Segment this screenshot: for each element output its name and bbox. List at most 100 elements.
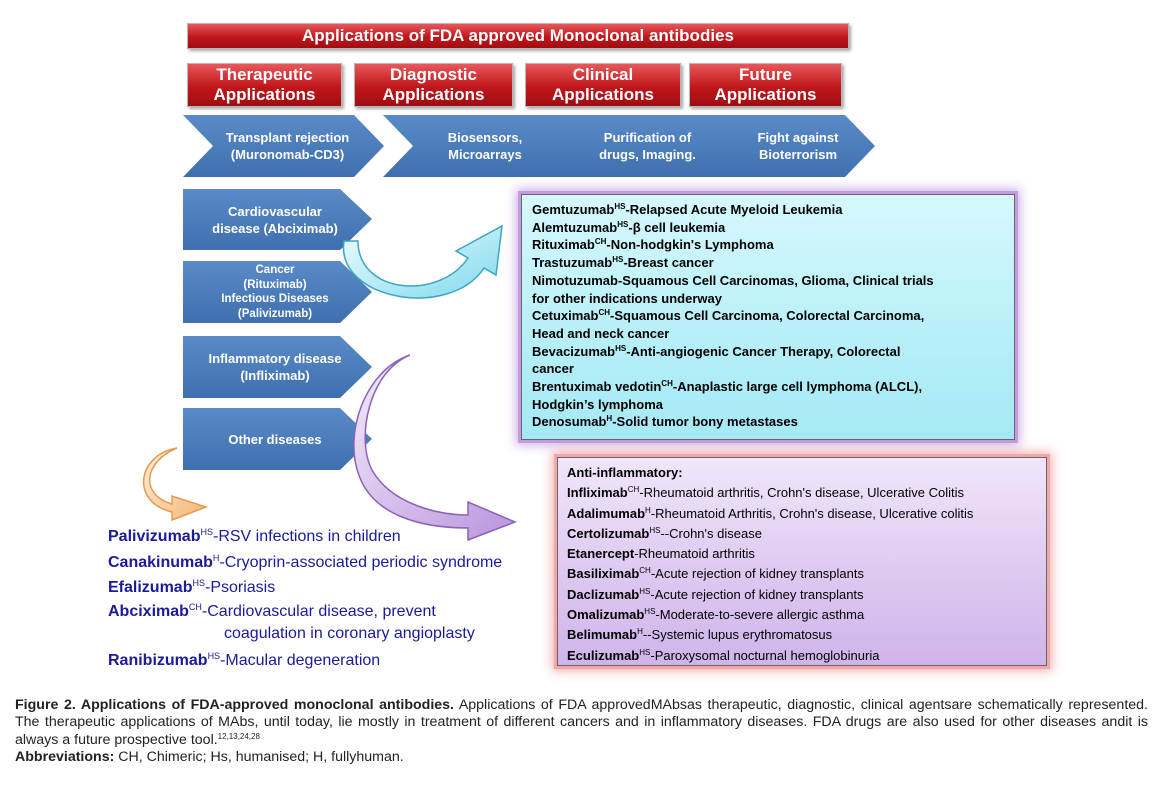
caption-label: Figure 2. Applications of FDA-approved m… [15, 697, 454, 713]
chevron-transplant [183, 115, 384, 177]
abbreviations-text: CH, Chimeric; Hs, humanised; H, fullyhum… [114, 748, 404, 765]
inflammatory-drug-row: CertolizumabHS--Crohn's disease [567, 524, 1037, 544]
cancer-drugs-box: GemtuzumabHS-Relapsed Acute Myeloid Leuk… [521, 194, 1015, 440]
inflammatory-drug-row: InfliximabCH-Rheumatoid arthritis, Crohn… [567, 483, 1037, 503]
drug-type: HS [615, 343, 627, 353]
drug-name: Brentuximab vedotin [532, 379, 662, 395]
chevron-bioterrorism [713, 115, 875, 177]
inflammatory-drug-row: EculizumabHS-Paroxysomal nocturnal hemog… [567, 646, 1037, 666]
category-future-line1: Future [739, 65, 792, 84]
inflammatory-drugs-box: Anti-inflammatory: InfliximabCH-Rheumato… [557, 457, 1047, 666]
cancer-drug-row: Brentuximab vedotinCH-Anaplastic large c… [532, 378, 1004, 396]
drug-type: H [645, 505, 651, 515]
cardiovascular-line2: disease (Abciximab) [212, 220, 338, 236]
drug-indication: coagulation in coronary angioplasty [224, 625, 475, 642]
drug-name: Canakinumab [108, 554, 213, 571]
drug-indication: -Rheumatoid arthritis, Crohn's disease, … [639, 485, 964, 501]
category-diagnostic: Diagnostic Applications [354, 63, 513, 107]
pentagon-cardiovascular-text: Cardiovascular disease (Abciximab) [195, 189, 355, 250]
drug-name: Basiliximab [567, 566, 640, 582]
abbreviations-label: Abbreviations: [15, 748, 115, 765]
drug-indication: --Crohn's disease [660, 525, 762, 541]
category-clinical: Clinical Applications [525, 63, 681, 107]
pentagon-other-diseases-text: Other diseases [195, 408, 355, 470]
cancer-drug-row: AlemtuzumabHS-β cell leukemia [532, 219, 1004, 237]
chevron-purification-line2: drugs, Imaging. [599, 147, 696, 162]
drug-indication: -Relapsed Acute Myeloid Leukemia [625, 202, 843, 217]
cancer-drug-row: DenosumabH-Solid tumor bony metastases [532, 413, 1004, 431]
category-diagnostic-line1: Diagnostic [390, 65, 477, 84]
drug-type: HS [639, 586, 651, 596]
drug-indication: -Acute rejection of kidney transplants [650, 586, 864, 602]
drug-name: Denosumab [532, 414, 607, 430]
drug-type: HS [200, 527, 213, 537]
pentagon-cancer-text: Cancer (Rituximab) Infectious Diseases (… [195, 261, 355, 323]
other-diseases-line1: Other diseases [228, 431, 322, 447]
drug-type: HS [639, 647, 651, 657]
pentagon-cancer [183, 261, 372, 323]
caption-paragraph: Figure 2. Applications of FDA-approved m… [15, 697, 1148, 749]
chevron-biosensors-line1: Biosensors, [447, 130, 523, 145]
drug-indication: -Rheumatoid Arthritis, Crohn's disease, … [650, 505, 974, 521]
drug-type: HS [614, 202, 626, 211]
drug-indication: -Solid tumor bony metastases [612, 414, 798, 430]
purple-curved-arrow [353, 354, 518, 542]
category-future-line2: Applications [714, 85, 817, 104]
cancer-line1: Cancer [255, 264, 295, 276]
drug-type: CH [639, 566, 651, 576]
drug-name: Omalizumab [567, 607, 645, 623]
inflammatory-line1: Inflammatory disease [208, 351, 342, 366]
pentagon-cardiovascular [183, 189, 372, 250]
category-therapeutic: Therapeutic Applications [187, 63, 342, 107]
other-drug-item: AbciximabCH-Cardiovascular disease, prev… [108, 603, 436, 621]
drug-indication: Head and neck cancer [532, 325, 670, 341]
drug-type: CH [598, 308, 611, 318]
drug-indication: -Anaplastic large cell lymphoma (ALCL), [672, 379, 923, 395]
drug-type: H [637, 627, 643, 637]
drug-name: Cetuximab [532, 308, 599, 324]
inflammatory-drug-row: BelimumabH--Systemic lupus erythromatosu… [567, 625, 1037, 645]
drug-type: CH [594, 237, 607, 247]
drug-indication: -Breast cancer [623, 255, 714, 271]
drug-indication: cancer [532, 361, 574, 377]
drug-indication: -Acute rejection of kidney transplants [650, 566, 864, 582]
drug-indication: -Psoriasis [204, 579, 276, 596]
drug-indication: -Cardiovascular disease, prevent [201, 603, 436, 620]
cancer-drug-row-continued: for other indications underway [532, 290, 1004, 308]
drug-indication: -Paroxysomal nocturnal hemoglobinuria [650, 647, 880, 663]
category-future: Future Applications [689, 63, 842, 107]
drug-name: Certolizumab [567, 525, 650, 541]
caption-text: Applications of FDA approvedMAbsas thera… [15, 697, 1148, 748]
cyan-curved-arrow [342, 224, 503, 299]
drug-type: HS [617, 219, 629, 229]
category-diagnostic-line2: Applications [382, 85, 485, 104]
drug-type: H [212, 553, 220, 563]
cancer-drug-row: RituximabCH-Non-hodgkin's Lymphoma [532, 236, 1004, 254]
drug-name: Efalizumab [108, 579, 193, 596]
inflammatory-drug-row: BasiliximabCH-Acute rejection of kidney … [567, 564, 1037, 584]
figure-caption: Figure 2. Applications of FDA-approved m… [15, 697, 1148, 766]
cancer-drug-row: BevacizumabHS-Anti-angiogenic Cancer The… [532, 343, 1004, 361]
drug-name: Rituximab [532, 237, 595, 253]
drug-name: Ranibizumab [108, 652, 208, 669]
cancer-line3: Infectious Diseases [221, 293, 329, 305]
drug-indication: -Squamous Cell Carcinomas, Glioma, Clini… [617, 272, 934, 288]
drug-type: CH [188, 602, 202, 612]
chevron-biosensors [383, 115, 574, 177]
drug-type: CH [627, 485, 640, 495]
drug-type: HS [207, 651, 221, 661]
chevron-purification-text: Purification of drugs, Imaging. [570, 115, 725, 177]
drug-name: Adalimumab [567, 505, 646, 521]
main-title-banner: Applications of FDA approved Monoclonal … [187, 23, 849, 49]
other-drug-item: PalivizumabHS-RSV infections in children [108, 528, 401, 546]
other-drug-item: EfalizumabHS-Psoriasis [108, 579, 275, 597]
category-clinical-line1: Clinical [572, 65, 634, 84]
cancer-line4: (Palivizumab) [237, 307, 313, 320]
drug-name: Eculizumab [567, 647, 640, 663]
chevron-bioterrorism-text: Fight against Bioterrorism [738, 115, 858, 177]
other-drug-item: CanakinumabH-Cryoprin-associated periodi… [108, 554, 502, 572]
chevron-purification [543, 115, 744, 177]
main-title: Applications of FDA approved Monoclonal … [302, 26, 734, 45]
drug-indication: -Moderate-to-severe allergic asthma [655, 607, 865, 623]
